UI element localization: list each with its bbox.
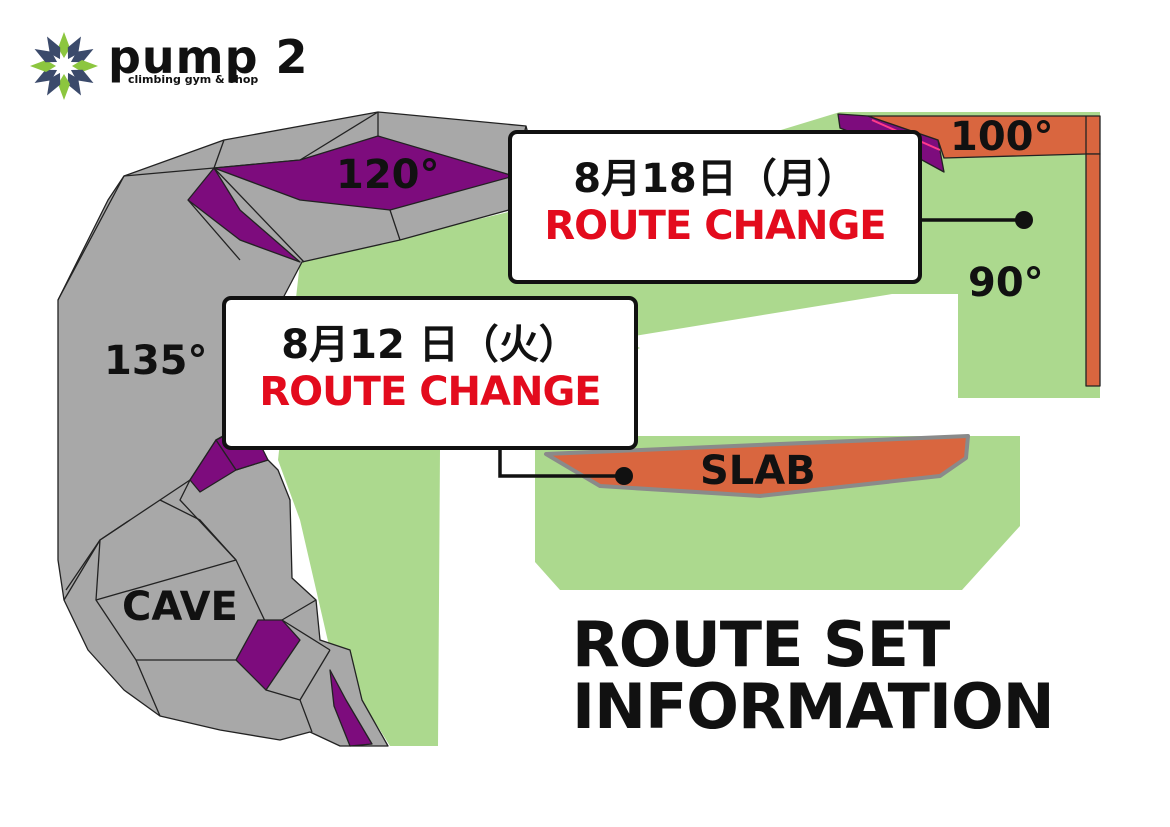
wall-cave-hold-2 [329, 669, 373, 747]
wall-90-panel [1085, 153, 1101, 387]
brand-tagline: climbing gym & shop [128, 73, 259, 86]
callout-route-change-label: ROUTE CHANGE [259, 369, 601, 415]
wall-slab-label: SLAB [700, 448, 816, 494]
route-change-callout-0812: 8月12 日（火） ROUTE CHANGE [222, 296, 638, 450]
callout-leader-lines [498, 218, 1024, 478]
wall-135-label: 135° [104, 338, 208, 384]
callout-date: 8月12 日（火） [281, 322, 579, 368]
callout-date: 8月18日（月） [573, 156, 857, 202]
logo-petal [72, 60, 98, 72]
logo-petal [34, 69, 58, 83]
wall-135-hold-2 [189, 439, 237, 493]
route-change-callout-0818: 8月18日（月） ROUTE CHANGE [508, 130, 922, 284]
star-burst-logo-icon [30, 32, 98, 100]
logo-petal [58, 74, 70, 100]
wall-120-label: 120° [336, 152, 440, 198]
wall-100-degree [867, 115, 1101, 387]
brand-wordmark: pump 2 [108, 30, 309, 84]
wall-100-label: 100° [950, 114, 1054, 160]
wall-135-outline [57, 111, 546, 747]
wall-cave-label: CAVE [122, 584, 238, 630]
marker-dot-0818 [1015, 211, 1033, 229]
brand-logo: pump 2 climbing gym & shop [108, 34, 378, 90]
marker-dot-0812 [615, 467, 633, 485]
logo-petal [47, 36, 61, 60]
logo-petal [67, 72, 81, 96]
logo-petal [58, 32, 70, 58]
callout-route-change-label: ROUTE CHANGE [544, 203, 886, 249]
page-title: ROUTE SET INFORMATION [572, 614, 1132, 738]
wall-slab [544, 434, 970, 498]
page-title-line-1: ROUTE SET [572, 608, 950, 681]
logo-petal [30, 60, 56, 72]
logo-petal [70, 49, 94, 63]
page-title-line-2: INFORMATION [572, 670, 1055, 743]
leader-line-0812 [498, 440, 624, 478]
wall-135-degree [57, 111, 546, 747]
wall-cave-hold-1 [235, 619, 301, 691]
wall-90-label: 90° [968, 260, 1044, 306]
wall-120-side-panel [187, 167, 301, 263]
